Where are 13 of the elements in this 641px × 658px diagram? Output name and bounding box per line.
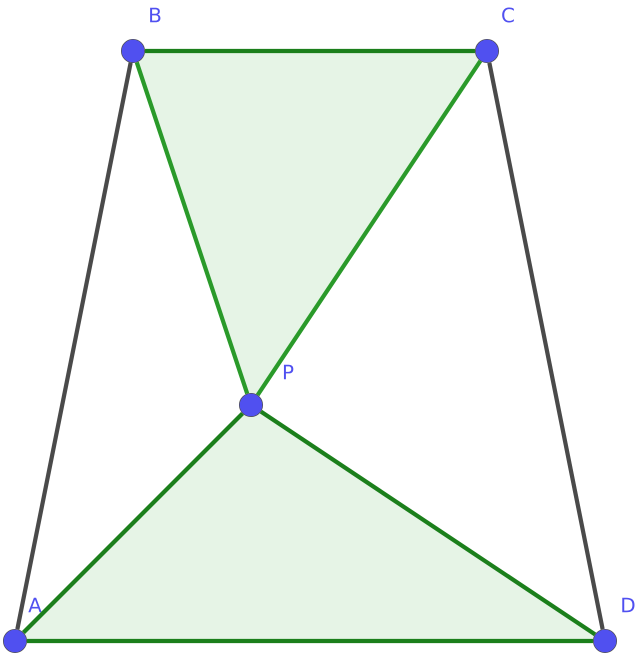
line-segment — [27, 638, 593, 644]
line-segment — [134, 62, 250, 394]
point-label: B — [150, 8, 160, 22]
point-label: P — [284, 364, 294, 380]
line-segment — [256, 60, 482, 396]
line-segment — [145, 48, 475, 54]
point-label: D — [622, 598, 634, 612]
line-segment — [22, 412, 244, 634]
line-segment — [260, 410, 596, 636]
line-segment — [487, 62, 605, 630]
point-label: C — [502, 7, 514, 23]
line-segment — [15, 62, 133, 630]
point-label: A — [28, 598, 42, 612]
